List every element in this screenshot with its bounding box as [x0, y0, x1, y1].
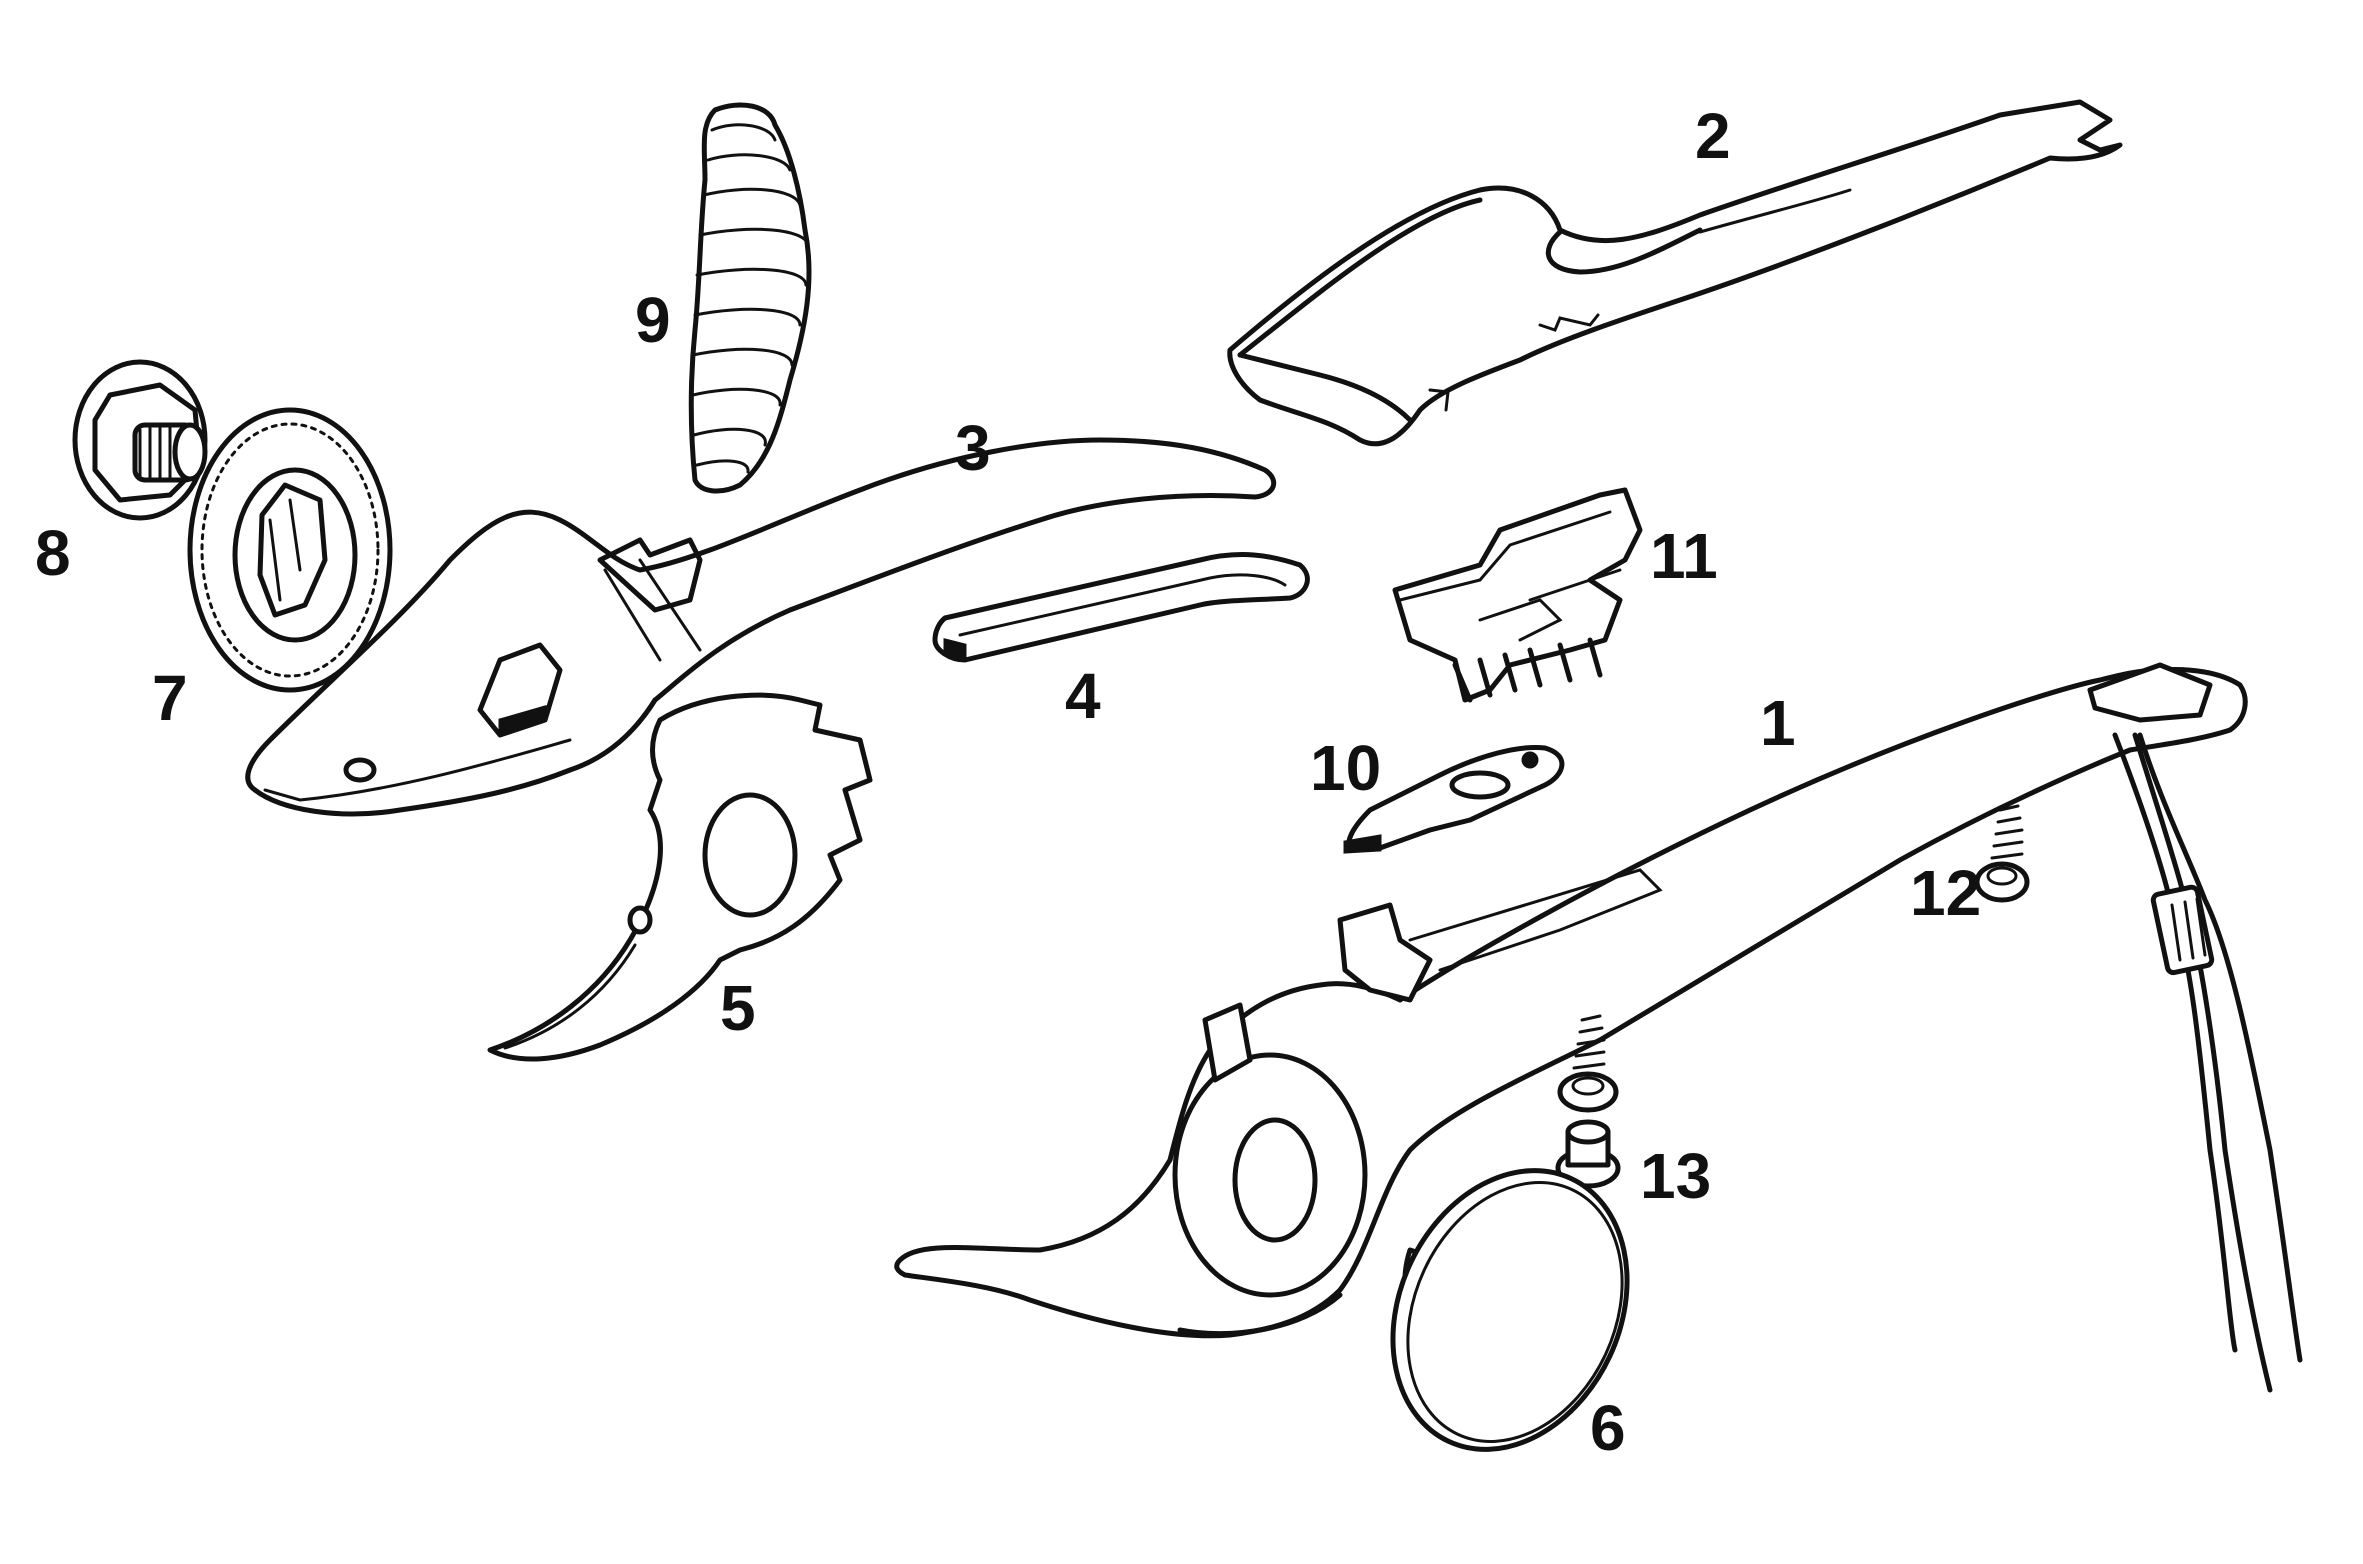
part-2-upper-handle [1227, 99, 2123, 447]
label-part-11: 11 [1650, 520, 1718, 592]
label-part-5: 5 [720, 972, 756, 1044]
label-part-4: 4 [1065, 660, 1101, 732]
part-labels: 1 2 3 4 5 6 7 8 9 10 11 12 13 [35, 100, 1981, 1464]
part-9-spring [688, 102, 812, 494]
label-part-7: 7 [152, 662, 188, 734]
label-part-13: 13 [1640, 1140, 1711, 1212]
part-5-blade [487, 692, 873, 1062]
part-4-liner [932, 552, 1310, 663]
part-6-cap [1390, 1168, 1630, 1452]
part-7-washer [187, 407, 393, 693]
label-part-2: 2 [1695, 100, 1731, 172]
part-10-latch [1343, 745, 1565, 854]
label-part-1: 1 [1760, 687, 1796, 759]
part-11-clip [1392, 487, 1643, 703]
part-1-lower-handle [894, 662, 2303, 1393]
label-part-8: 8 [35, 517, 71, 589]
part-12-screw [1974, 804, 2030, 903]
part-13-screw-bushing [1555, 1014, 1621, 1189]
label-part-6: 6 [1590, 1392, 1626, 1464]
part-3-handle-arm [245, 437, 1277, 817]
label-part-3: 3 [955, 412, 991, 484]
label-part-12: 12 [1910, 857, 1981, 929]
label-part-9: 9 [635, 284, 671, 356]
part-8-nut [72, 359, 208, 521]
label-part-10: 10 [1310, 732, 1381, 804]
